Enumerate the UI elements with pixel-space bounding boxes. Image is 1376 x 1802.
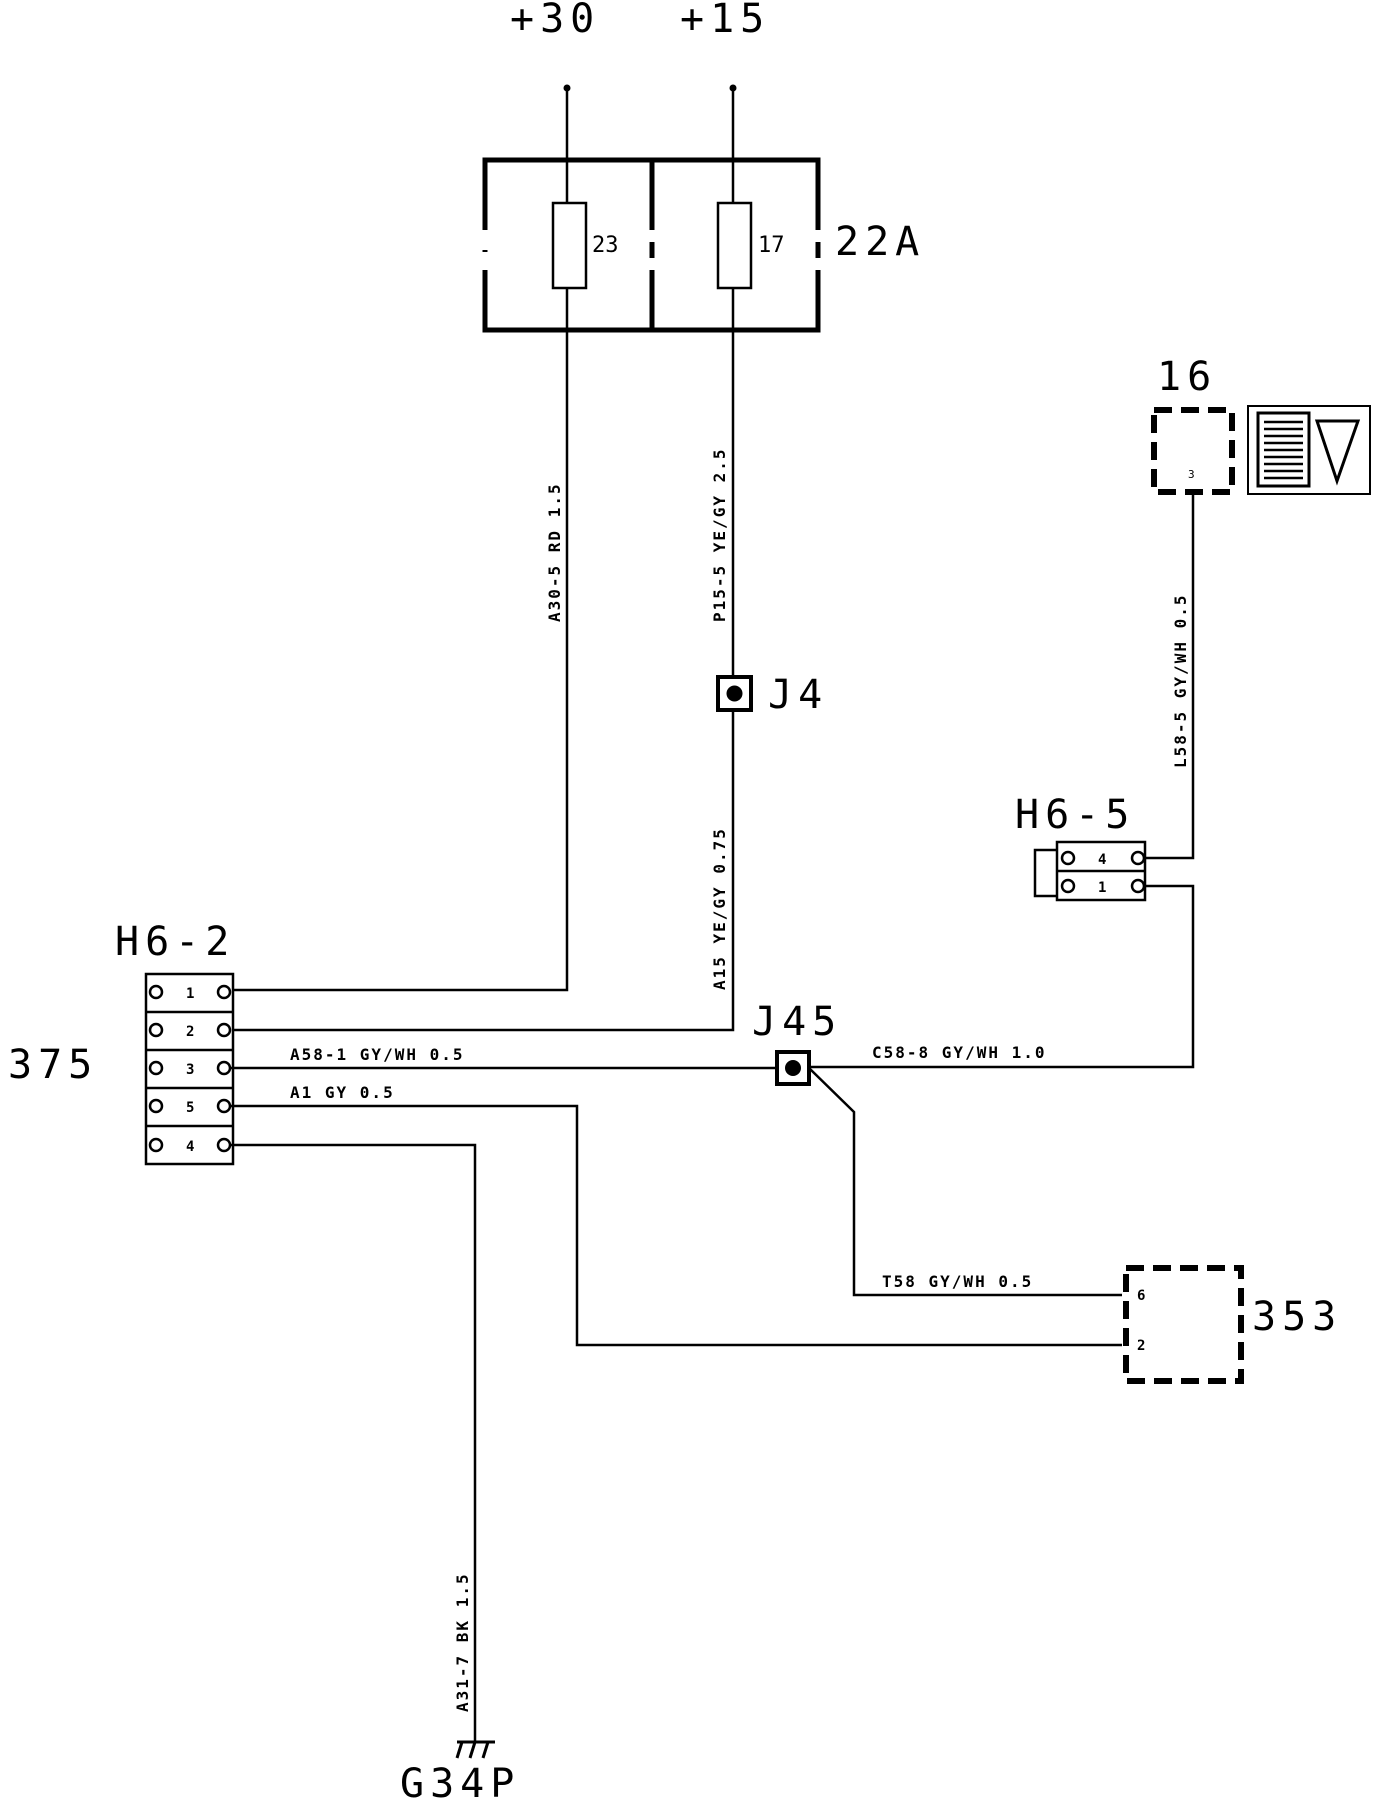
splice-j4-label: J4 — [768, 672, 828, 718]
connector-h6-2-label: H6-2 — [115, 919, 235, 965]
wire-label-c58-8: C58-8 GY/WH 1.0 — [872, 1043, 1047, 1062]
component-16-pin: 3 — [1188, 468, 1195, 481]
wire-label-a31-7: A31-7 BK 1.5 — [453, 1572, 472, 1712]
wire-label-a1: A1 GY 0.5 — [290, 1083, 395, 1102]
component-353-box — [1123, 1265, 1244, 1384]
terminal-30-label: +30 — [510, 0, 600, 42]
wire-a15 — [230, 710, 735, 1032]
splice-j45 — [775, 1050, 811, 1086]
wire-t58 — [808, 1067, 1122, 1297]
component-353-pin-2: 2 — [1137, 1338, 1145, 1354]
ground-label: G34P — [400, 1761, 520, 1802]
splice-j45-label: J45 — [752, 999, 842, 1045]
fusebox-22a: 23 17 — [482, 157, 821, 333]
wire-label-a58-1: A58-1 GY/WH 0.5 — [290, 1045, 465, 1064]
wire-a1 — [230, 1104, 1122, 1347]
component-375-label: 375 — [8, 1042, 98, 1088]
wire-label-l58-5: L58-5 GY/WH 0.5 — [1171, 594, 1190, 769]
wire-label-a30-5: A30-5 RD 1.5 — [545, 482, 564, 622]
fuse-17 — [716, 201, 753, 290]
wire-label-t58: T58 GY/WH 0.5 — [882, 1272, 1033, 1291]
fuel-gauge-icon — [1247, 405, 1371, 495]
fuse-23 — [551, 201, 588, 290]
connector-h6-2-pin-5: 5 — [186, 1100, 194, 1116]
wire-a30-5 — [230, 88, 569, 992]
connector-h6-5 — [1033, 840, 1147, 902]
terminal-15-label: +15 — [680, 0, 770, 42]
splice-j4 — [716, 675, 753, 712]
component-353-label: 353 — [1252, 1294, 1342, 1340]
wire-label-a15: A15 YE/GY 0.75 — [710, 827, 729, 990]
connector-h6-2-pin-1: 1 — [186, 986, 194, 1002]
fuse-17-label: 17 — [758, 233, 785, 258]
fusebox-label: 22A — [835, 219, 925, 265]
connector-h6-2 — [144, 972, 235, 1166]
connector-h6-2-pin-2: 2 — [186, 1024, 194, 1040]
connector-h6-5-label: H6-5 — [1015, 792, 1135, 838]
fuse-23-label: 23 — [592, 233, 619, 258]
connector-h6-5-pin-4: 4 — [1098, 852, 1106, 868]
connector-h6-5-pin-1: 1 — [1098, 880, 1106, 896]
component-353-pin-6: 6 — [1137, 1288, 1145, 1304]
wire-label-p15-5: P15-5 YE/GY 2.5 — [710, 448, 729, 623]
wire-l58-5 — [1138, 492, 1195, 860]
ground-icon — [455, 1740, 495, 1759]
connector-h6-2-pin-4: 4 — [186, 1139, 194, 1155]
component-16-label: 16 — [1157, 354, 1217, 400]
connector-h6-2-pin-3: 3 — [186, 1062, 194, 1078]
wire-c58-8 — [808, 884, 1195, 1069]
wire-a31-7 — [230, 1143, 477, 1742]
